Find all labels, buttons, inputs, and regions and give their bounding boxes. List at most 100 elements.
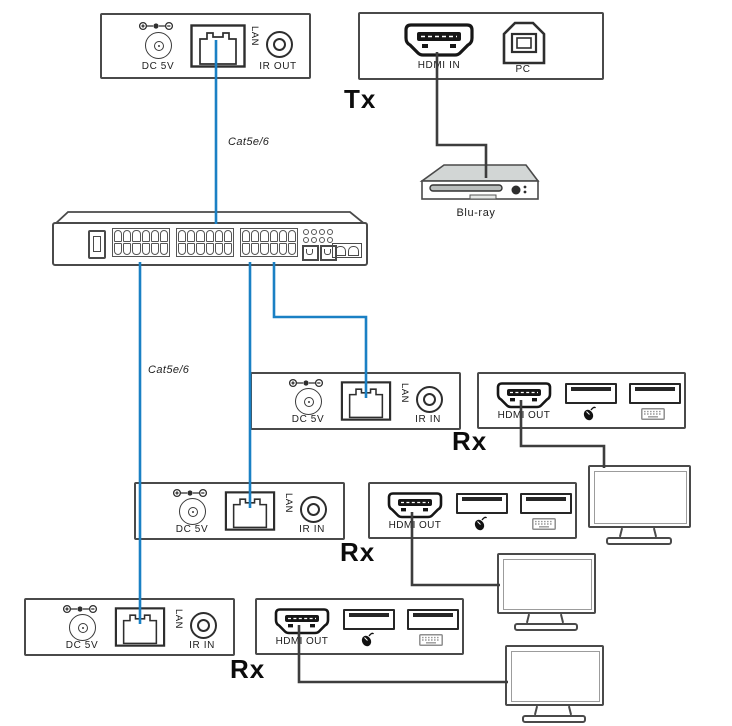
dc-polarity-icon — [138, 21, 174, 31]
lan-rj45-port — [340, 381, 392, 421]
monitor-3 — [505, 645, 604, 723]
led-indicator — [319, 229, 325, 235]
usb-port-keyboard — [520, 493, 572, 514]
rj45-port-icon — [187, 243, 196, 255]
dc-port-label: DC 5V — [175, 524, 209, 535]
rj45-port-icon — [132, 230, 141, 242]
dc-power-jack — [145, 32, 172, 59]
rj45-port-icon — [242, 243, 251, 255]
tx-label: Tx — [344, 84, 377, 114]
rj45-port-icon — [278, 243, 287, 255]
ir-port-label: IR IN — [189, 640, 215, 651]
port-group-3 — [240, 228, 298, 257]
hdmi-out-port — [387, 492, 443, 519]
led-indicator — [327, 229, 333, 235]
rj45-port-icon — [260, 243, 269, 255]
lan-port-label: LAN — [173, 609, 184, 629]
rx-extender-unit-1: DC 5V LAN IR IN — [250, 372, 461, 430]
bluray-player: Blu-ray — [408, 153, 548, 223]
dc-power-jack — [295, 388, 322, 415]
port-group-1 — [112, 228, 170, 257]
uplink-port-icon — [348, 246, 359, 256]
mouse-icon — [474, 516, 487, 531]
rj45-port-icon — [223, 243, 232, 255]
usb-port-keyboard — [629, 383, 681, 404]
rj45-port-icon — [205, 243, 214, 255]
mouse-icon — [361, 632, 374, 647]
rj45-port-icon — [242, 230, 251, 242]
rj45-port-icon — [196, 230, 205, 242]
hdmi-out-label: HDMI OUT — [497, 410, 551, 421]
led-indicator — [319, 237, 325, 243]
led-indicator — [311, 237, 317, 243]
bluray-label: Blu-ray — [456, 207, 496, 219]
dc-port-label: DC 5V — [141, 61, 175, 72]
rj45-port-icon — [260, 230, 269, 242]
power-switch-icon — [88, 230, 106, 259]
rj45-port-icon — [251, 230, 260, 242]
rj45-port-icon — [159, 230, 168, 242]
monitor-2 — [497, 553, 596, 631]
monitor-1 — [588, 465, 691, 545]
rj45-port-icon — [214, 243, 223, 255]
usb-port-mouse — [565, 383, 617, 404]
uplink-ports — [332, 243, 362, 258]
led-indicator — [303, 229, 309, 235]
led-indicator — [327, 237, 333, 243]
keyboard-icon — [532, 518, 556, 530]
rj45-port-icon — [150, 230, 159, 242]
monitor-leg — [652, 527, 658, 538]
ir-in-jack — [300, 496, 327, 523]
dc-power-jack — [69, 614, 96, 641]
dc-polarity-icon — [172, 488, 208, 498]
dc-port-label: DC 5V — [65, 640, 99, 651]
hdmi-in-label: HDMI IN — [417, 60, 461, 71]
dc-power-jack — [179, 498, 206, 525]
hdmi-out-port — [274, 608, 330, 635]
ir-out-jack — [266, 31, 293, 58]
pc-usb-b-port — [502, 21, 546, 65]
keyboard-icon — [419, 634, 443, 646]
ir-port-label: IR OUT — [259, 61, 297, 72]
led-indicator-grid — [303, 229, 333, 243]
hdmi-out-port — [496, 382, 552, 409]
rx-output-box-3: HDMI OUT — [255, 598, 464, 655]
rj45-port-icon — [159, 243, 168, 255]
monitor-frame — [588, 465, 691, 528]
rj45-port-icon — [141, 243, 150, 255]
usb-port-mouse — [456, 493, 508, 514]
rx-extender-unit-2: DC 5V LAN IR IN — [134, 482, 345, 540]
dc-port-label: DC 5V — [291, 414, 325, 425]
rj45-port-icon — [251, 243, 260, 255]
ir-in-jack — [416, 386, 443, 413]
lan-port-label: LAN — [283, 493, 294, 513]
rj45-port-icon — [287, 243, 296, 255]
rj45-port-icon — [123, 230, 132, 242]
rj45-port-icon — [278, 230, 287, 242]
monitor-stand — [514, 623, 578, 631]
rx-label-3: Rx — [230, 654, 266, 684]
lan-port-label: LAN — [399, 383, 410, 403]
ir-in-jack — [190, 612, 217, 639]
usb-port-mouse — [343, 609, 395, 630]
rj45-port-icon — [269, 230, 278, 242]
rx-output-box-1: HDMI OUT — [477, 372, 686, 429]
switch-front-panel — [52, 222, 368, 266]
monitor-leg — [618, 527, 624, 538]
monitor-leg — [567, 705, 573, 716]
rj45-port-icon — [214, 230, 223, 242]
lan-rj45-port — [190, 24, 246, 68]
rj45-port-icon — [223, 230, 232, 242]
port-group-2 — [176, 228, 234, 257]
hdmi-out-label: HDMI OUT — [275, 636, 329, 647]
monitor-screen — [503, 559, 592, 610]
rj45-port-icon — [123, 243, 132, 255]
pc-port-label: PC — [515, 64, 531, 75]
keyboard-icon — [641, 408, 665, 420]
rj45-port-icon — [114, 230, 123, 242]
hdmi-in-port — [404, 23, 474, 57]
led-indicator — [303, 237, 309, 243]
rx-output-box-2: HDMI OUT — [368, 482, 577, 539]
monitor-stand — [606, 537, 672, 545]
